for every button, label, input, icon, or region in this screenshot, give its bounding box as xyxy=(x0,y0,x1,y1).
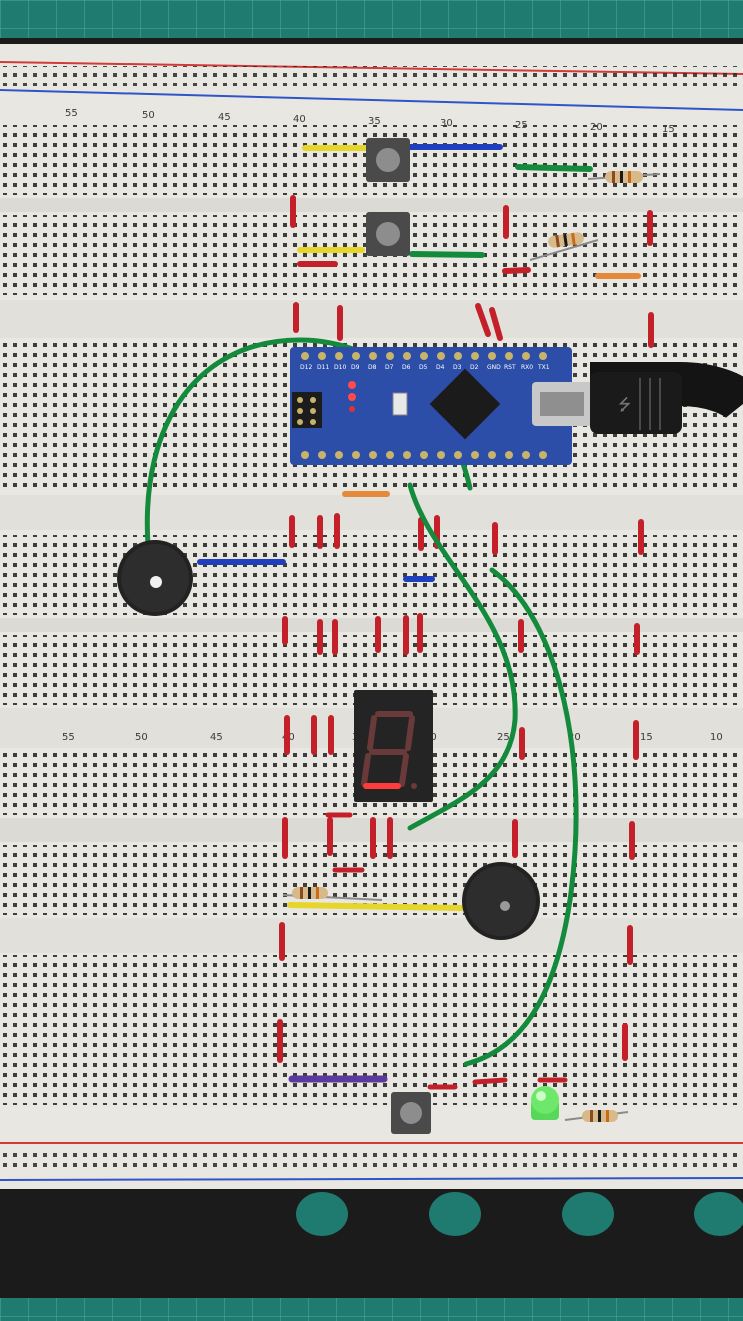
buzzer-2 xyxy=(462,862,540,940)
status-leds xyxy=(348,381,356,412)
col-num: 55 xyxy=(62,732,75,743)
col-num: 30 xyxy=(440,118,453,129)
pin-label: D5 xyxy=(419,364,428,371)
col-num: 25 xyxy=(497,732,510,743)
green-wire-long-2 xyxy=(407,482,518,831)
col-num: 45 xyxy=(210,732,223,743)
col-num: 55 xyxy=(65,108,78,119)
resistor-4 xyxy=(564,1110,629,1122)
column-numbers-top: 55 50 45 40 35 30 25 20 15 xyxy=(65,108,675,135)
resistor-3 xyxy=(282,887,383,901)
col-num: 20 xyxy=(568,732,581,743)
pin-label: D10 xyxy=(334,364,346,371)
col-num: 15 xyxy=(640,732,653,743)
hole-block-4 xyxy=(0,535,743,615)
resistor-2 xyxy=(529,232,599,261)
green-led xyxy=(531,1086,559,1120)
reset-button[interactable] xyxy=(392,392,408,416)
push-button-2[interactable] xyxy=(366,212,410,256)
pin-label: RST xyxy=(504,364,516,371)
pin-label: D2 xyxy=(470,364,479,371)
icsp-header xyxy=(292,392,322,428)
usb-cable: ⭍ xyxy=(590,362,743,434)
jumper-wires xyxy=(144,144,654,1090)
col-num: 10 xyxy=(710,732,723,743)
pin-label: D11 xyxy=(317,364,329,371)
pin-label: D3 xyxy=(453,364,462,371)
col-num: 35 xyxy=(368,116,381,127)
pin-label: D8 xyxy=(368,364,377,371)
pin-label: RX0 xyxy=(521,364,533,371)
seven-segment-display xyxy=(354,690,433,802)
col-num: 15 xyxy=(662,124,675,135)
buzzer-1 xyxy=(117,540,193,616)
col-num: 25 xyxy=(515,120,528,131)
pin-label: D4 xyxy=(436,364,445,371)
arduino-nano: D12 D11 D10 D9 D8 D7 D6 D5 D4 D3 D2 GND … xyxy=(290,347,592,465)
microcontroller-chip xyxy=(429,368,501,440)
push-button-3[interactable] xyxy=(391,1092,431,1134)
plate-holes xyxy=(296,1192,743,1236)
usb-logo-icon: ⭍ xyxy=(618,395,631,414)
green-wire-long-3 xyxy=(463,567,579,1067)
pin-label: D7 xyxy=(385,364,394,371)
col-num: 50 xyxy=(135,732,148,743)
col-num: 20 xyxy=(590,122,603,133)
resistor-1 xyxy=(587,171,661,183)
col-num: 50 xyxy=(142,110,155,121)
pin-label: TX1 xyxy=(537,364,550,371)
col-num: 45 xyxy=(218,112,231,123)
push-button-1[interactable] xyxy=(366,138,410,182)
pin-label: GND xyxy=(487,364,501,371)
col-num: 40 xyxy=(293,114,306,125)
pin-label: D6 xyxy=(402,364,411,371)
pin-label: D9 xyxy=(351,364,360,371)
resistors xyxy=(282,171,661,1122)
pin-label: D12 xyxy=(300,364,312,371)
